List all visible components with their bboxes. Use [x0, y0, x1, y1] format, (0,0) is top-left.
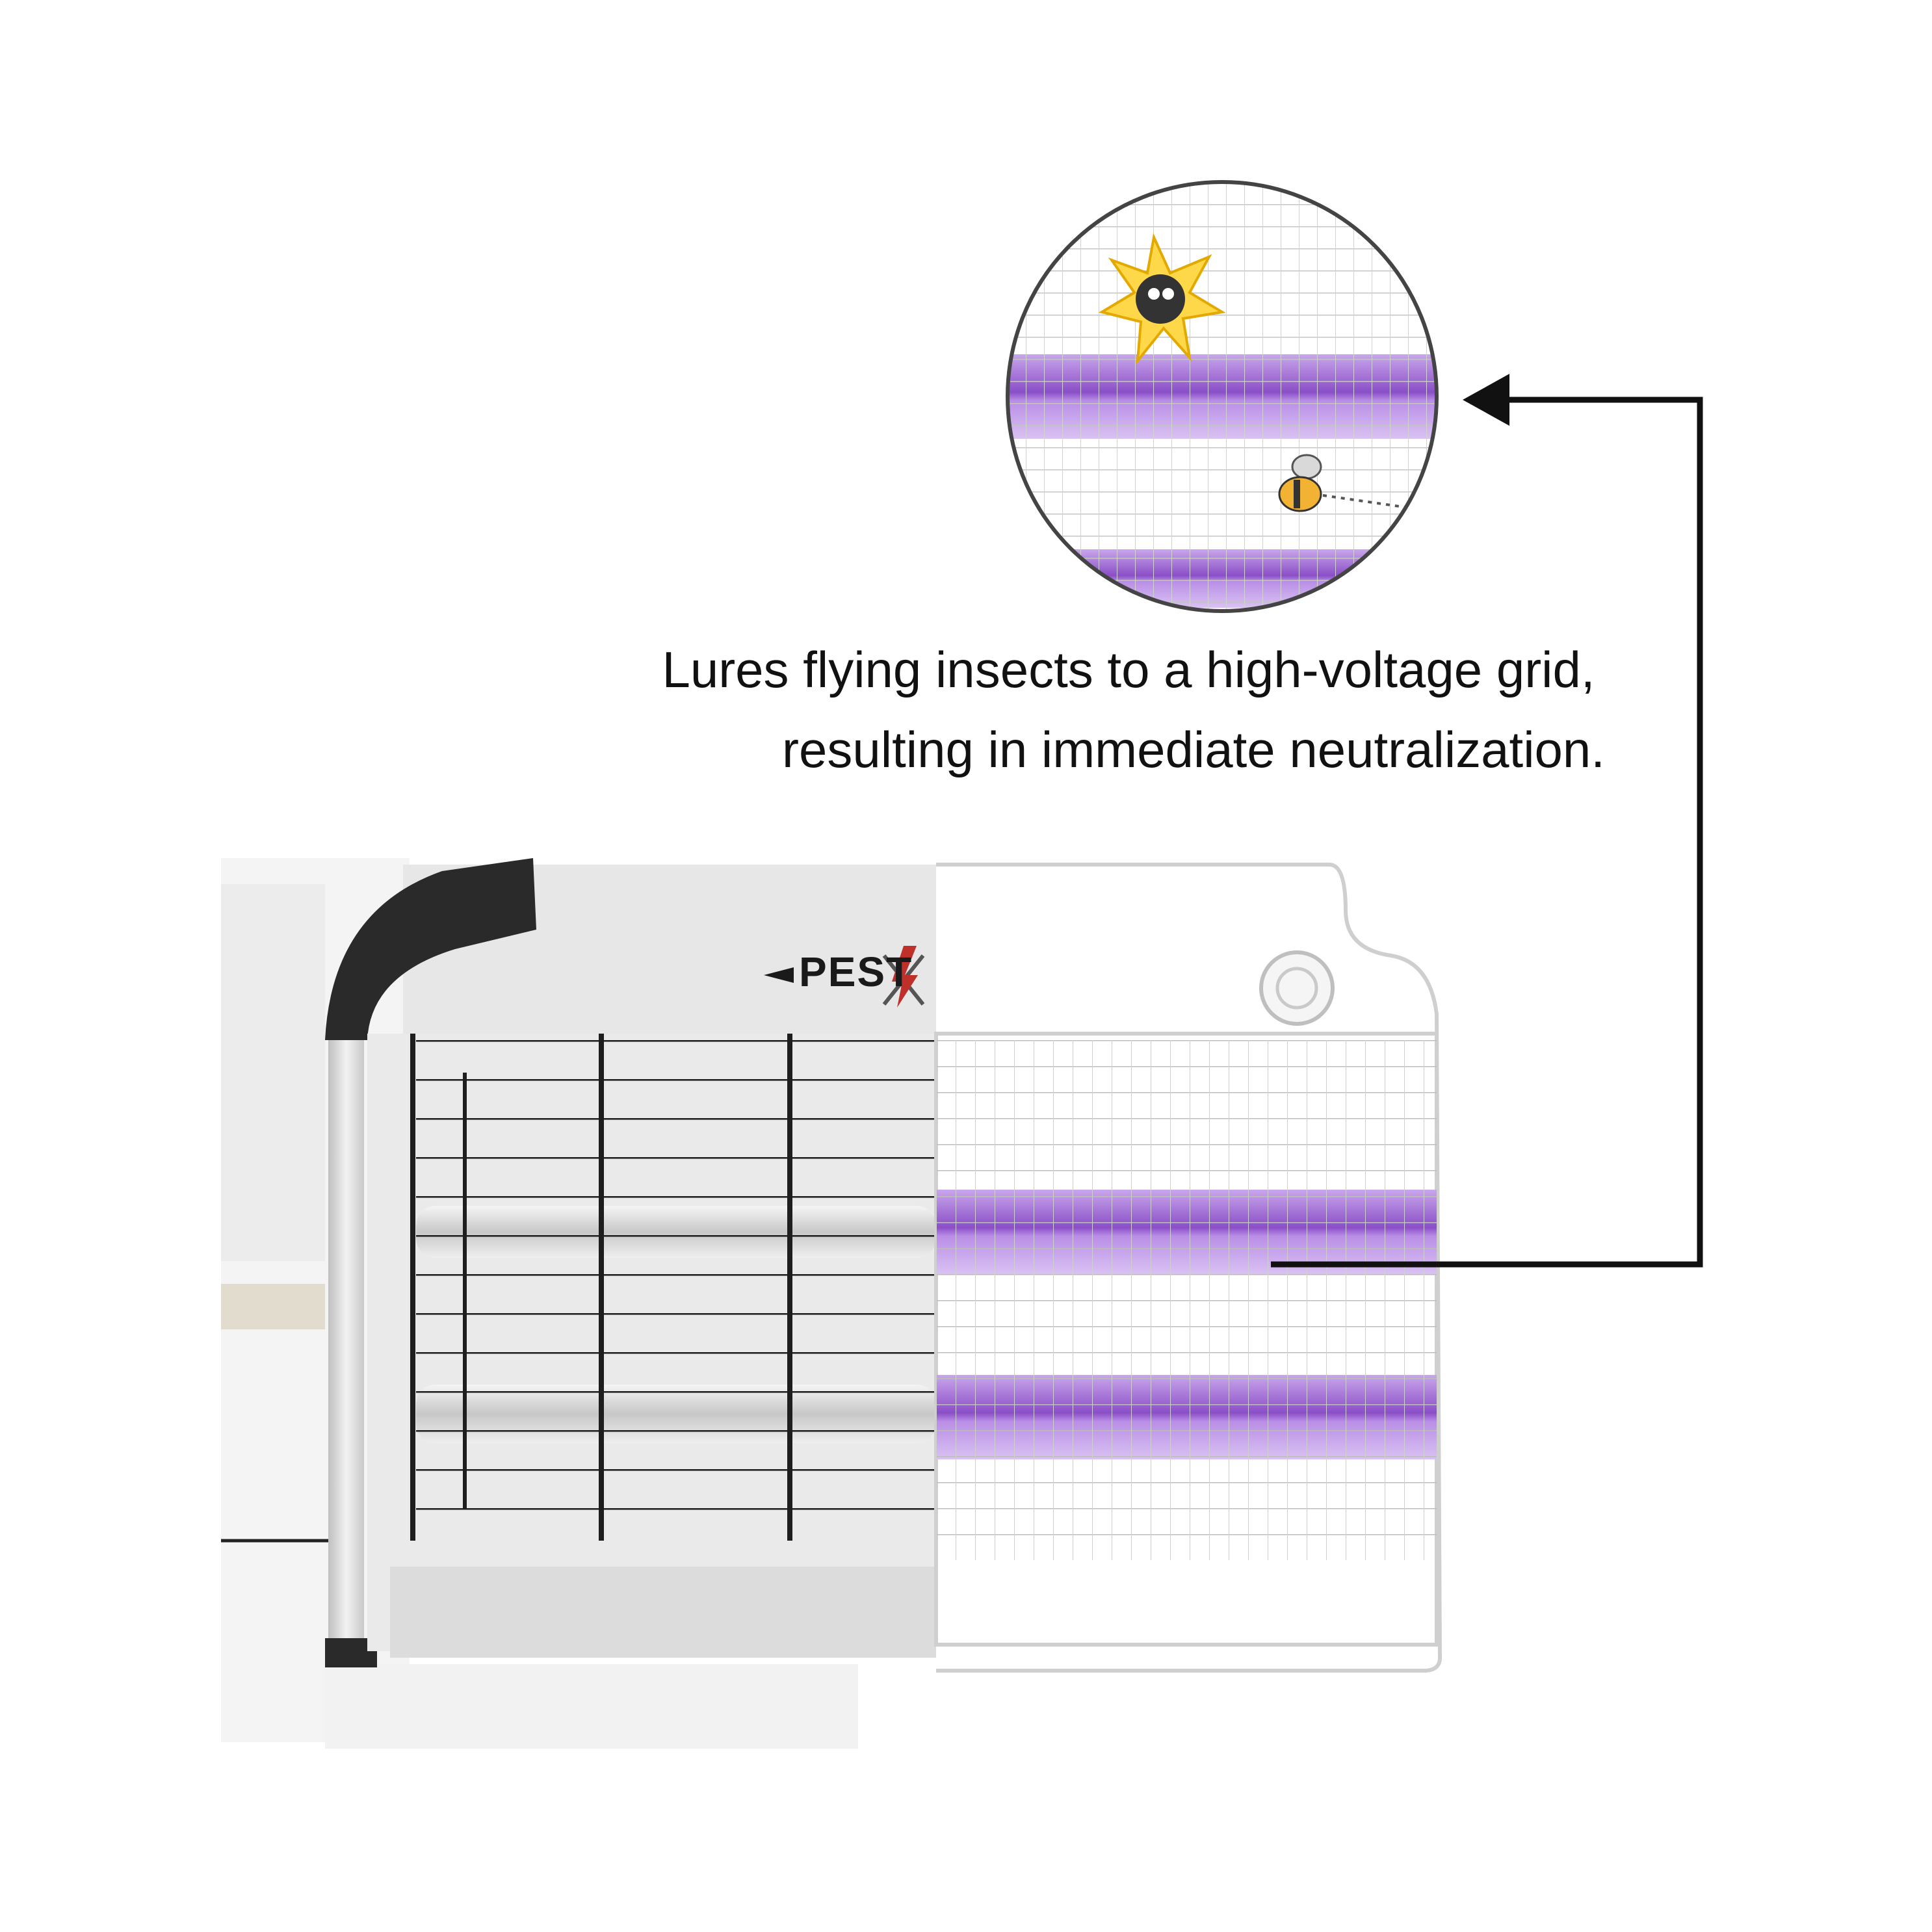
brand-label: PEST	[764, 948, 913, 996]
arrow-head	[1463, 374, 1509, 426]
flying-bee-icon	[1278, 454, 1405, 512]
window-panel	[221, 884, 325, 1261]
bug-zap-logo-icon	[882, 946, 925, 1008]
top-left-corner-cap	[325, 858, 536, 1040]
brand-text: PEST	[799, 948, 913, 995]
wire-grid-right	[936, 1040, 1437, 1560]
arrow-line	[1271, 397, 1703, 1268]
caption-line-2: resulting in immediate neutralization.	[782, 721, 1605, 778]
zapper-illustration-half	[934, 863, 1442, 1673]
magnified-grid-view	[1006, 180, 1439, 613]
power-switch	[1259, 950, 1335, 1026]
circle-wire-grid	[1008, 182, 1437, 611]
floor-cabinet	[325, 1664, 858, 1749]
zapper-photo-half	[325, 858, 936, 1667]
caption-line-1: Lures flying insects to a high-voltage g…	[662, 641, 1595, 698]
wire-grid-left	[416, 1040, 936, 1534]
bottom-tray	[390, 1567, 936, 1658]
bee-wing	[1291, 454, 1322, 480]
wall-shelf	[221, 1284, 325, 1329]
insect-eye-left	[1148, 288, 1160, 300]
pointer-arrow-icon	[1271, 374, 1703, 1268]
magnifier-ring	[1006, 180, 1439, 613]
insect-eye-right	[1162, 288, 1174, 300]
bee-stripe	[1294, 480, 1300, 508]
insect-body	[1136, 274, 1185, 324]
brand-triangle-icon	[764, 967, 794, 984]
zapped-insect-icon	[1098, 233, 1226, 365]
power-switch-inner	[1275, 967, 1318, 1010]
left-frame-post	[328, 1040, 364, 1651]
